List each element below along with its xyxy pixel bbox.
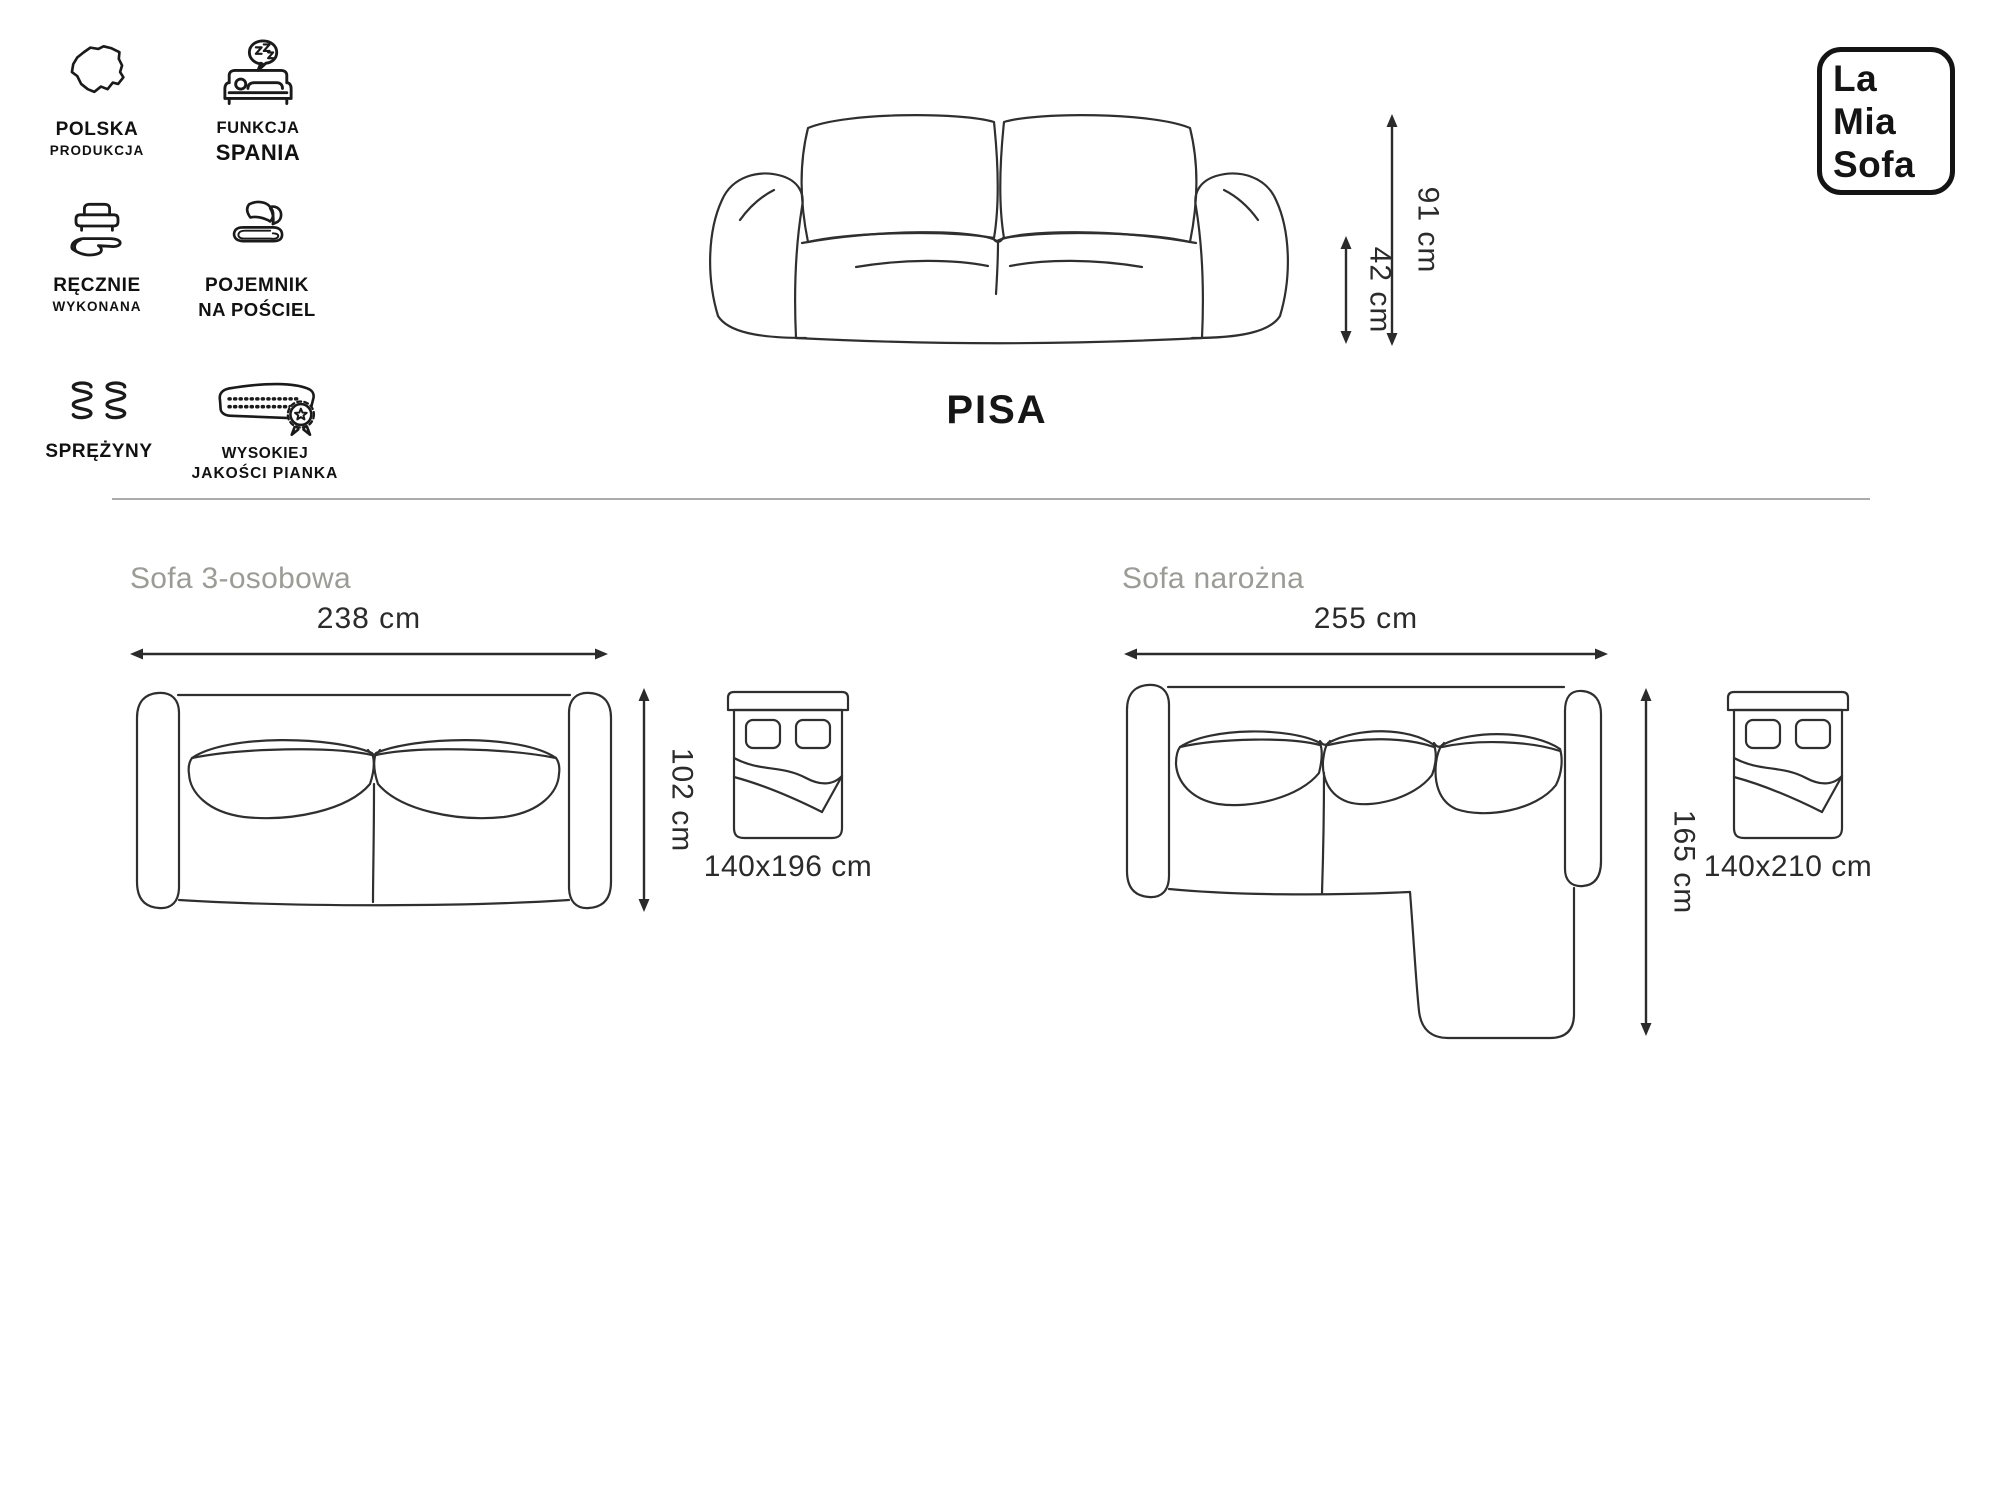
- poland-map-icon: [70, 44, 125, 94]
- product-title: PISA: [946, 388, 1048, 432]
- variant-2-depth-dimension: 165 cm: [1640, 688, 1701, 1036]
- bed-top-view-icon: [1726, 690, 1850, 840]
- feature-sprezyny: SPRĘŻYNY: [33, 372, 165, 465]
- feature-funkcja-spania: FUNKCJA SPANIA: [190, 36, 326, 166]
- variant-2-width-dimension: 255 cm: [1124, 602, 1608, 660]
- variant-1-bed-size-label: 140x196 cm: [703, 850, 873, 883]
- springs-icon: [71, 381, 127, 420]
- foam-quality-icon: [218, 382, 316, 437]
- variant-1-width-dimension: 238 cm: [130, 602, 608, 660]
- variant-2-depth-label: 165 cm: [1668, 810, 1701, 914]
- sofa-3-seater-top-view-drawing: [135, 691, 613, 910]
- handmade-icon: [70, 202, 122, 257]
- feature-recznie-wykonana: RĘCZNIE WYKONANA: [31, 198, 163, 315]
- feature-sublabel: NA POŚCIEL: [198, 298, 316, 320]
- sleep-function-icon: [223, 39, 293, 105]
- feature-wysokiej-jakosci-pianka: WYSOKIEJ JAKOŚCI PIANKA: [186, 378, 344, 483]
- feature-polska-produkcja: POLSKA PRODUKCJA: [32, 40, 162, 159]
- feature-label: POLSKA: [55, 119, 139, 140]
- feature-sublabel: WYKONANA: [52, 298, 142, 314]
- variant-2-bed-size-label: 140x210 cm: [1703, 850, 1873, 883]
- feature-sublabel: JAKOŚCI PIANKA: [191, 464, 339, 482]
- variant-1-heading: Sofa 3-osobowa: [130, 562, 352, 595]
- variant-1-depth-dimension: 102 cm: [638, 688, 699, 912]
- variant-1-depth-label: 102 cm: [666, 748, 699, 852]
- brand-logo: La Mia Sofa: [1817, 47, 1955, 195]
- variant-2-heading: Sofa narożna: [1122, 562, 1305, 595]
- feature-sublabel: PRODUKCJA: [49, 142, 145, 158]
- bedding-storage-icon: [232, 200, 284, 243]
- feature-label: FUNKCJA: [216, 119, 300, 137]
- brand-line-2: Mia: [1833, 101, 1897, 142]
- sofa-front-view-drawing: [709, 114, 1289, 345]
- overall-height-label: 91 cm: [1412, 187, 1445, 274]
- variant-2-width-label: 255 cm: [1314, 602, 1418, 635]
- brand-line-3: Sofa: [1833, 144, 1916, 185]
- feature-label: RĘCZNIE: [53, 275, 141, 296]
- sofa-corner-top-view-drawing: [1125, 683, 1603, 1040]
- feature-sublabel: SPANIA: [215, 139, 301, 165]
- feature-label: POJEMNIK: [204, 275, 310, 296]
- feature-pojemnik-na-posciel: POJEMNIK NA POŚCIEL: [189, 196, 325, 321]
- feature-label: SPRĘŻYNY: [45, 441, 153, 462]
- bed-top-view-icon: [726, 690, 850, 840]
- brand-line-1: La: [1833, 58, 1878, 99]
- section-divider: [112, 498, 1870, 500]
- feature-label: WYSOKIEJ: [221, 445, 309, 462]
- variant-1-width-label: 238 cm: [317, 602, 421, 635]
- overall-height-dimension: 91 cm: [1386, 114, 1445, 346]
